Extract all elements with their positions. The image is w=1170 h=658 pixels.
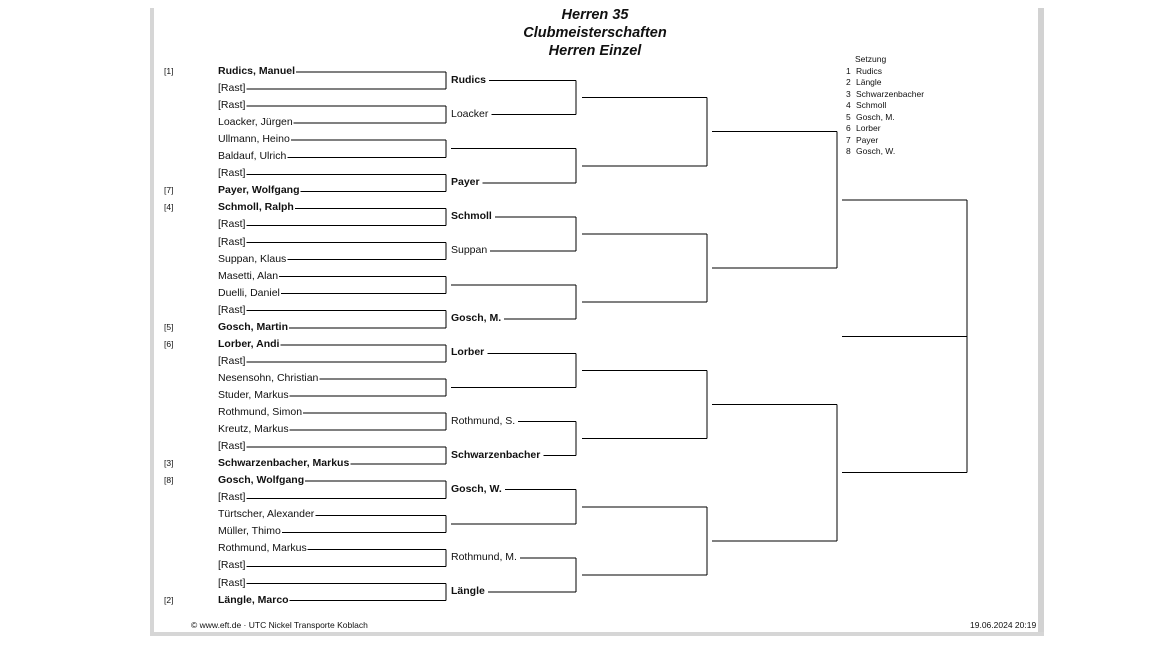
legend-player-name: Gosch, M. xyxy=(856,111,895,122)
legend-seed-number: 8 xyxy=(846,146,851,156)
round2-winner: Längle xyxy=(451,585,485,598)
title-draw: Herren Einzel xyxy=(548,43,642,59)
page-edge-bottom xyxy=(150,632,1044,636)
legend-player-name: Schmoll xyxy=(856,100,887,110)
player-name: Nesensohn, Christian xyxy=(218,371,319,384)
player-name: [Rast] xyxy=(218,440,246,453)
player-name: [Rast] xyxy=(218,82,246,95)
seed-number: [5] xyxy=(164,321,174,332)
player-name: [Rast] xyxy=(218,354,246,367)
player-name: [Rast] xyxy=(218,559,246,572)
legend-title: Setzung xyxy=(855,54,887,64)
legend-player-name: Payer xyxy=(856,134,879,145)
seed-number: [3] xyxy=(164,458,174,469)
round2-winner: Schwarzenbacher xyxy=(451,448,541,461)
player-name: Rudics, Manuel xyxy=(218,65,296,77)
round2-winner: Payer xyxy=(451,175,480,188)
legend-seed-number: 3 xyxy=(846,88,851,99)
round2-winner: Gosch, W. xyxy=(451,482,502,495)
player-name: Masetti, Alan xyxy=(218,269,279,282)
legend-seed-number: 4 xyxy=(846,100,851,110)
player-name: Rothmund, Markus xyxy=(218,542,307,555)
player-name: Baldauf, Ulrich xyxy=(218,150,287,163)
round2-winner: Gosch, M. xyxy=(451,312,502,325)
round2-winner: Loacker xyxy=(451,107,489,120)
round2-winner: Rothmund, M. xyxy=(451,550,517,563)
player-name: Payer, Wolfgang xyxy=(218,184,300,197)
player-name: Türtscher, Alexander xyxy=(218,508,315,521)
player-name: [Rast] xyxy=(218,576,246,589)
player-name: Schwarzenbacher, Markus xyxy=(218,457,350,470)
legend-player-name: Lorber xyxy=(856,123,881,133)
document-page xyxy=(154,8,1038,632)
footer-timestamp: 19.06.2024 20:19 xyxy=(970,620,1037,630)
title-category: Herren 35 xyxy=(561,7,629,23)
seed-number: [8] xyxy=(164,475,174,486)
title-event: Clubmeisterschaften xyxy=(523,25,667,41)
player-name: Ullmann, Heino xyxy=(218,133,290,146)
seed-number: [4] xyxy=(164,202,174,213)
round2-winner: Schmoll xyxy=(451,209,492,222)
legend-entry: 7 Payer xyxy=(846,135,924,147)
player-name: Loacker, Jürgen xyxy=(218,116,293,129)
footer-copyright: © www.eft.de · UTC Nickel Transporte Kob… xyxy=(191,620,368,630)
player-name: [Rast] xyxy=(218,99,246,112)
player-name: Gosch, Wolfgang xyxy=(218,474,305,487)
seed-number: [7] xyxy=(164,185,174,196)
player-name: [Rast] xyxy=(218,491,246,504)
player-name: [Rast] xyxy=(218,218,246,231)
round2-winner: Lorber xyxy=(451,346,485,359)
player-name: Lorber, Andi xyxy=(218,337,280,350)
legend-entry: 6 Lorber xyxy=(846,123,924,135)
player-name: Kreutz, Markus xyxy=(218,423,289,436)
round2-winner: Rudics xyxy=(451,73,487,86)
round2-winner: Suppan xyxy=(451,244,488,257)
legend-entry: 3 Schwarzenbacher xyxy=(846,89,924,101)
seed-number: [6] xyxy=(164,338,174,349)
legend-player-name: Gosch, W. xyxy=(856,146,896,156)
page-edge-left xyxy=(150,8,154,634)
legend-entry: 5 Gosch, M. xyxy=(846,112,924,124)
legend-seed-number: 7 xyxy=(846,134,851,145)
player-name: Müller, Thimo xyxy=(218,525,281,538)
legend-seed-number: 1 xyxy=(846,65,851,76)
player-name: Längle, Marco xyxy=(218,593,289,606)
player-name: Duelli, Daniel xyxy=(218,286,280,299)
seed-number: [2] xyxy=(164,594,174,605)
seed-number: [1] xyxy=(164,66,174,76)
legend-seed-number: 5 xyxy=(846,111,851,122)
legend-seed-number: 6 xyxy=(846,123,851,133)
player-name: Suppan, Klaus xyxy=(218,252,287,265)
player-name: Schmoll, Ralph xyxy=(218,201,294,214)
round2-winner: Rothmund, S. xyxy=(451,414,516,427)
player-name: Rothmund, Simon xyxy=(218,406,303,418)
legend-entry: 2 Längle xyxy=(846,77,924,89)
player-name: Studer, Markus xyxy=(218,388,289,401)
legend-player-name: Längle xyxy=(856,77,882,87)
legend-entry: 4 Schmoll xyxy=(846,100,924,112)
player-name: [Rast] xyxy=(218,167,246,180)
legend-entry: 1 Rudics xyxy=(846,66,924,78)
player-name: [Rast] xyxy=(218,303,246,316)
legend-player-name: Schwarzenbacher xyxy=(856,88,925,99)
player-name: Gosch, Martin xyxy=(218,320,289,333)
legend-seed-number: 2 xyxy=(846,77,851,87)
page-edge-right xyxy=(1038,8,1044,634)
legend-entry: 8 Gosch, W. xyxy=(846,146,924,158)
legend-player-name: Rudics xyxy=(856,65,882,76)
player-name: [Rast] xyxy=(218,235,246,248)
